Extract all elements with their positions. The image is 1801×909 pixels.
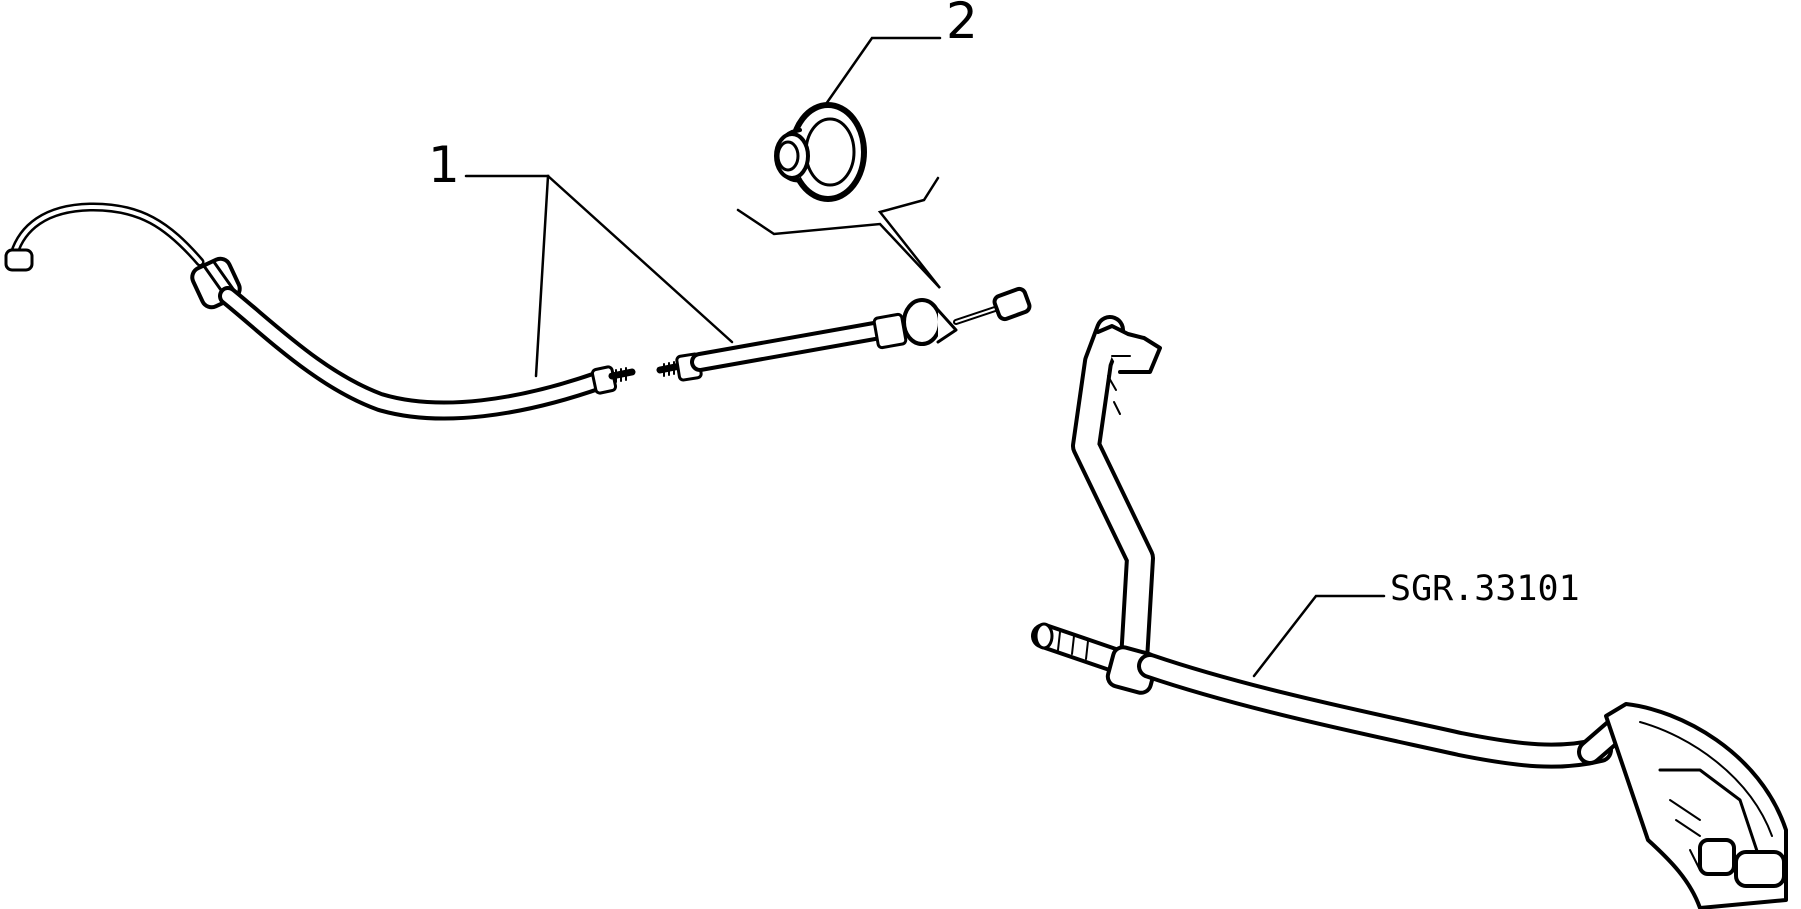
leader-line-1b bbox=[546, 174, 734, 344]
grommet-part-2 bbox=[774, 102, 867, 202]
leader-line-ref bbox=[1252, 594, 1386, 678]
leader-lines bbox=[464, 36, 1386, 678]
reference-code: SGR.33101 bbox=[1390, 569, 1580, 609]
leader-line-2 bbox=[824, 36, 942, 106]
leader-line-1 bbox=[464, 174, 550, 378]
cable-section-left bbox=[4, 202, 636, 421]
cable-section-middle bbox=[656, 286, 1032, 382]
pedal-lever-assembly bbox=[1031, 315, 1788, 909]
leader-bracket-2 bbox=[736, 176, 941, 289]
callout-2-label: 2 bbox=[946, 0, 978, 50]
callout-1-label: 1 bbox=[428, 136, 460, 194]
